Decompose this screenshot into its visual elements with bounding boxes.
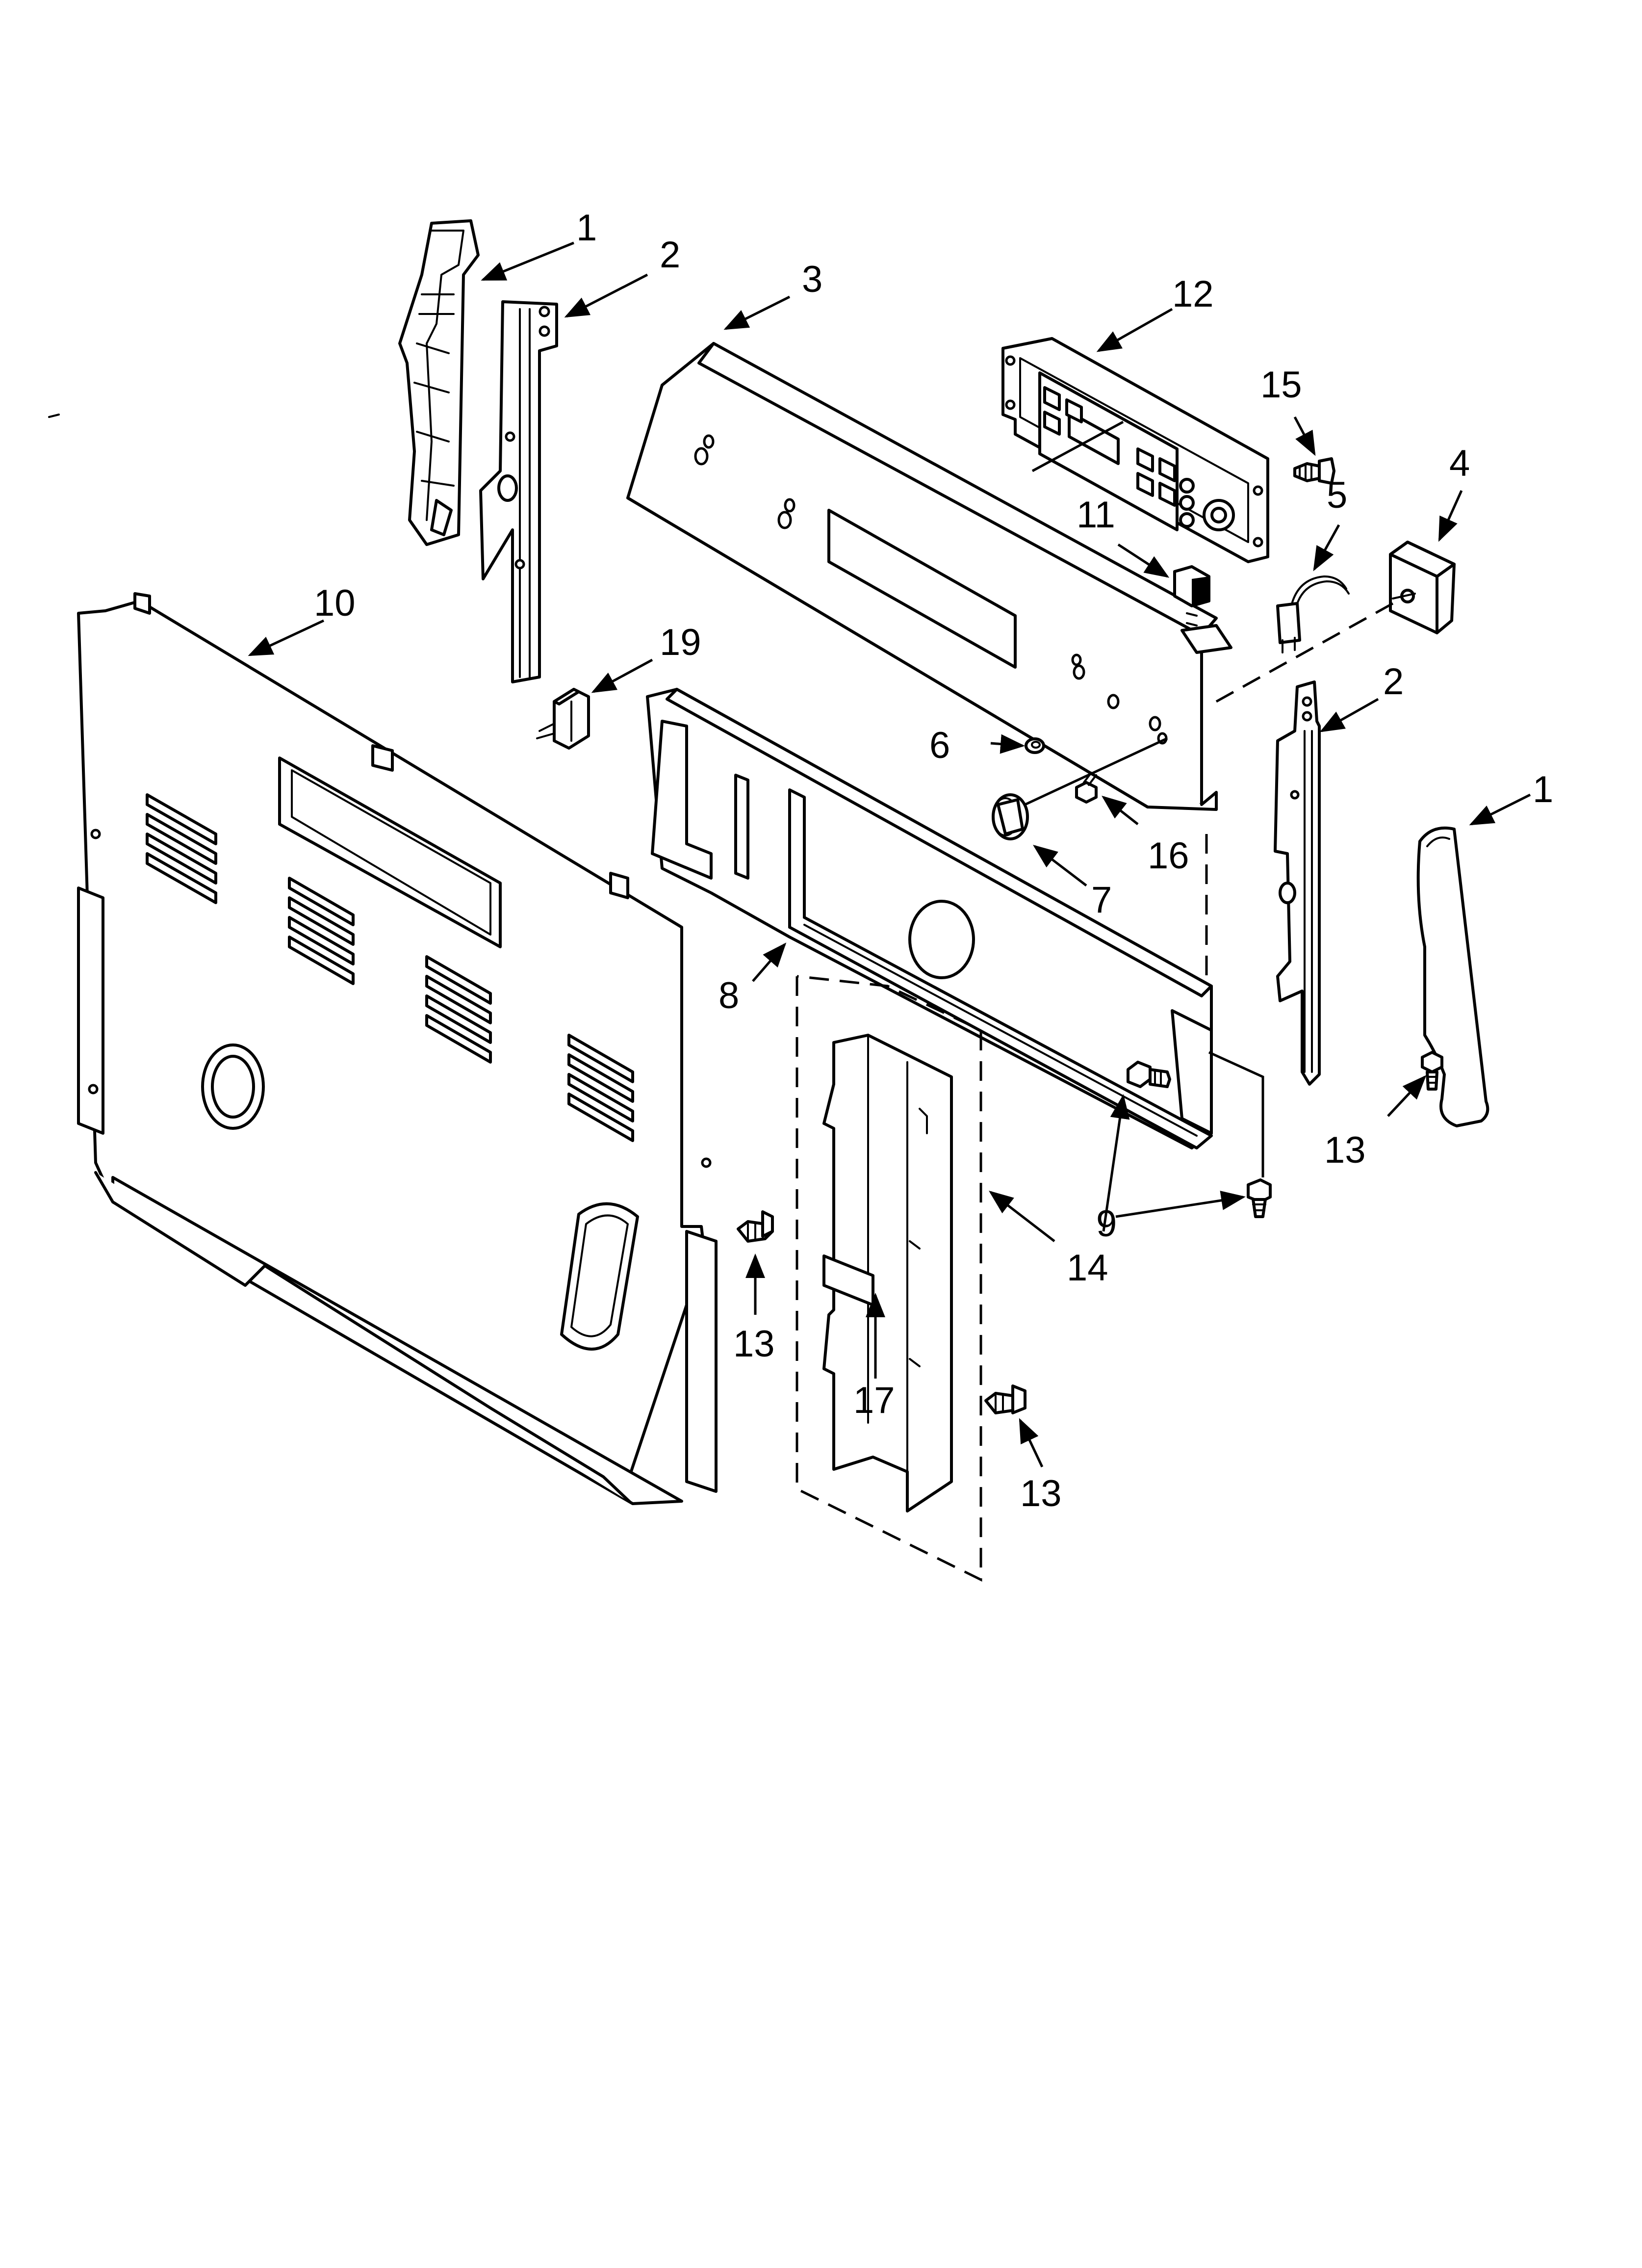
screw-part-13-left bbox=[737, 1210, 774, 1243]
callout-4: 4 bbox=[1449, 443, 1470, 484]
callout-15: 15 bbox=[1260, 364, 1302, 406]
callout-13-bottom: 13 bbox=[1020, 1473, 1062, 1514]
callout-16: 16 bbox=[1148, 835, 1189, 877]
callout-19: 19 bbox=[660, 622, 701, 663]
callout-5: 5 bbox=[1327, 474, 1347, 516]
callout-13-right: 13 bbox=[1324, 1129, 1366, 1171]
end-cap-part-2-right bbox=[1274, 680, 1321, 1086]
stray-mark bbox=[48, 414, 60, 418]
screw-part-16 bbox=[1075, 772, 1098, 804]
screw-part-13-right bbox=[1421, 1051, 1443, 1091]
callout-6: 6 bbox=[929, 725, 950, 766]
wire-harness-part-5 bbox=[1276, 575, 1350, 653]
screw-part-9-b bbox=[1247, 1178, 1272, 1218]
callout-10: 10 bbox=[314, 582, 356, 624]
screw-part-9-a bbox=[1127, 1061, 1171, 1088]
callout-13-left: 13 bbox=[733, 1323, 775, 1365]
alignment-line-part-4 bbox=[1215, 602, 1394, 703]
callout-17: 17 bbox=[853, 1380, 895, 1421]
screw-part-15 bbox=[1293, 457, 1335, 485]
rear-panel-part-10 bbox=[77, 592, 718, 1505]
callout-8: 8 bbox=[718, 975, 739, 1017]
callout-1-left: 1 bbox=[576, 207, 597, 249]
backguard-support-part-8 bbox=[646, 688, 1213, 1149]
clip-part-19 bbox=[536, 688, 590, 750]
side-trim-part-1-right bbox=[1416, 826, 1489, 1127]
control-panel-part-3 bbox=[626, 342, 1232, 811]
callout-2-left: 2 bbox=[660, 234, 680, 276]
electronic-control-part-12 bbox=[1001, 337, 1269, 563]
callout-11: 11 bbox=[1077, 494, 1115, 536]
callout-labels: 1 1 2 2 3 4 5 6 7 8 9 10 11 12 13 13 13 … bbox=[314, 207, 1553, 1514]
side-trim-part-1-left bbox=[398, 219, 480, 546]
callout-12: 12 bbox=[1172, 273, 1214, 315]
callout-3: 3 bbox=[802, 259, 822, 300]
vent-slots bbox=[146, 793, 634, 1142]
callout-14: 14 bbox=[1067, 1247, 1108, 1289]
end-cap-part-2-left bbox=[479, 300, 558, 683]
screw-part-13-bottom bbox=[984, 1384, 1026, 1414]
knob-part-7 bbox=[992, 737, 1168, 840]
callout-2-right: 2 bbox=[1383, 661, 1404, 703]
bushing-part-6 bbox=[1025, 737, 1045, 754]
switch-block-part-4 bbox=[1389, 541, 1456, 634]
switch-part-11 bbox=[1173, 565, 1210, 626]
callout-9: 9 bbox=[1096, 1203, 1117, 1245]
leader-arrows bbox=[248, 241, 1531, 1468]
callout-1-right: 1 bbox=[1533, 769, 1553, 810]
callout-7: 7 bbox=[1091, 879, 1112, 921]
shield-part-14 bbox=[795, 975, 982, 1582]
